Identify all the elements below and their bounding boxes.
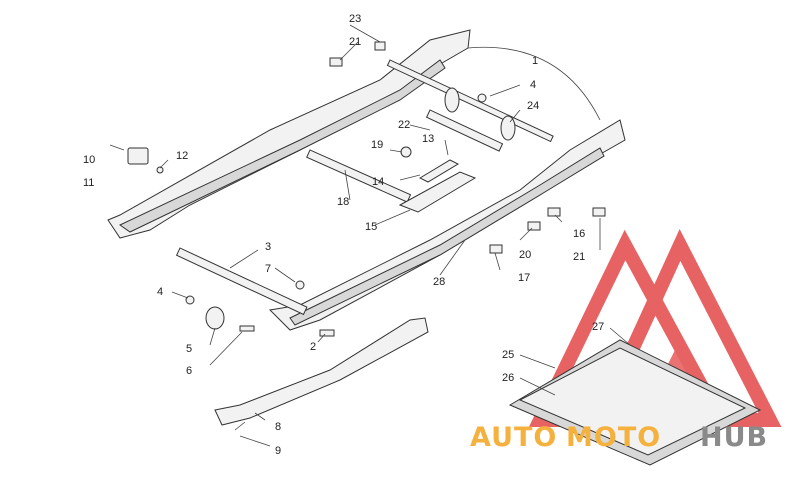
callout-label: 1 bbox=[532, 55, 538, 67]
callout-label: 26 bbox=[502, 372, 514, 384]
watermark-text-auto: AUTO bbox=[470, 422, 557, 453]
callout-label: 8 bbox=[275, 421, 281, 433]
callout-label: 5 bbox=[186, 343, 192, 355]
callout-label: 24 bbox=[527, 100, 539, 112]
callout-label: 21 bbox=[573, 251, 585, 263]
track-segment bbox=[508, 339, 762, 466]
idler-hub bbox=[444, 87, 516, 141]
callout-label: 13 bbox=[422, 133, 434, 145]
callout-label: 18 bbox=[337, 196, 349, 208]
callout-label: 20 bbox=[519, 249, 531, 261]
left-slide-rail bbox=[107, 29, 471, 239]
callout-label: 15 bbox=[365, 221, 377, 233]
callout-label: 23 bbox=[349, 13, 361, 25]
callout-label: 14 bbox=[372, 176, 384, 188]
callout-label: 7 bbox=[265, 263, 271, 275]
callout-label: 21 bbox=[349, 36, 361, 48]
watermark-text-hub: HUB bbox=[700, 422, 768, 453]
watermark: AUTO MOTO HUB bbox=[470, 422, 768, 453]
callout-label: 3 bbox=[265, 241, 271, 253]
watermark-text-moto: MOTO bbox=[566, 422, 661, 453]
callout-label: 6 bbox=[186, 365, 192, 377]
callout-label: 16 bbox=[573, 228, 585, 240]
callout-label: 11 bbox=[83, 177, 94, 189]
callout-label: 28 bbox=[433, 276, 445, 288]
callout-label: 25 bbox=[502, 349, 514, 361]
leader-lines bbox=[159, 24, 631, 447]
callout-label: 22 bbox=[398, 119, 410, 131]
wear-strip bbox=[214, 317, 429, 431]
callout-label: 4 bbox=[157, 286, 163, 298]
callout-label: 2 bbox=[310, 341, 316, 353]
right-slide-rail bbox=[268, 119, 626, 331]
callout-label: 17 bbox=[518, 272, 530, 284]
callout-labels: 1 2 3 4 4 5 6 7 8 9 10 11 12 13 14 15 16… bbox=[83, 13, 604, 457]
small-parts bbox=[109, 41, 606, 337]
callout-label: 19 bbox=[371, 139, 383, 151]
callout-label: 9 bbox=[275, 445, 281, 457]
callout-label: 4 bbox=[530, 79, 536, 91]
callout-label: 27 bbox=[592, 321, 604, 333]
callout-label: 10 bbox=[83, 154, 95, 166]
callout-label: 12 bbox=[176, 150, 188, 162]
